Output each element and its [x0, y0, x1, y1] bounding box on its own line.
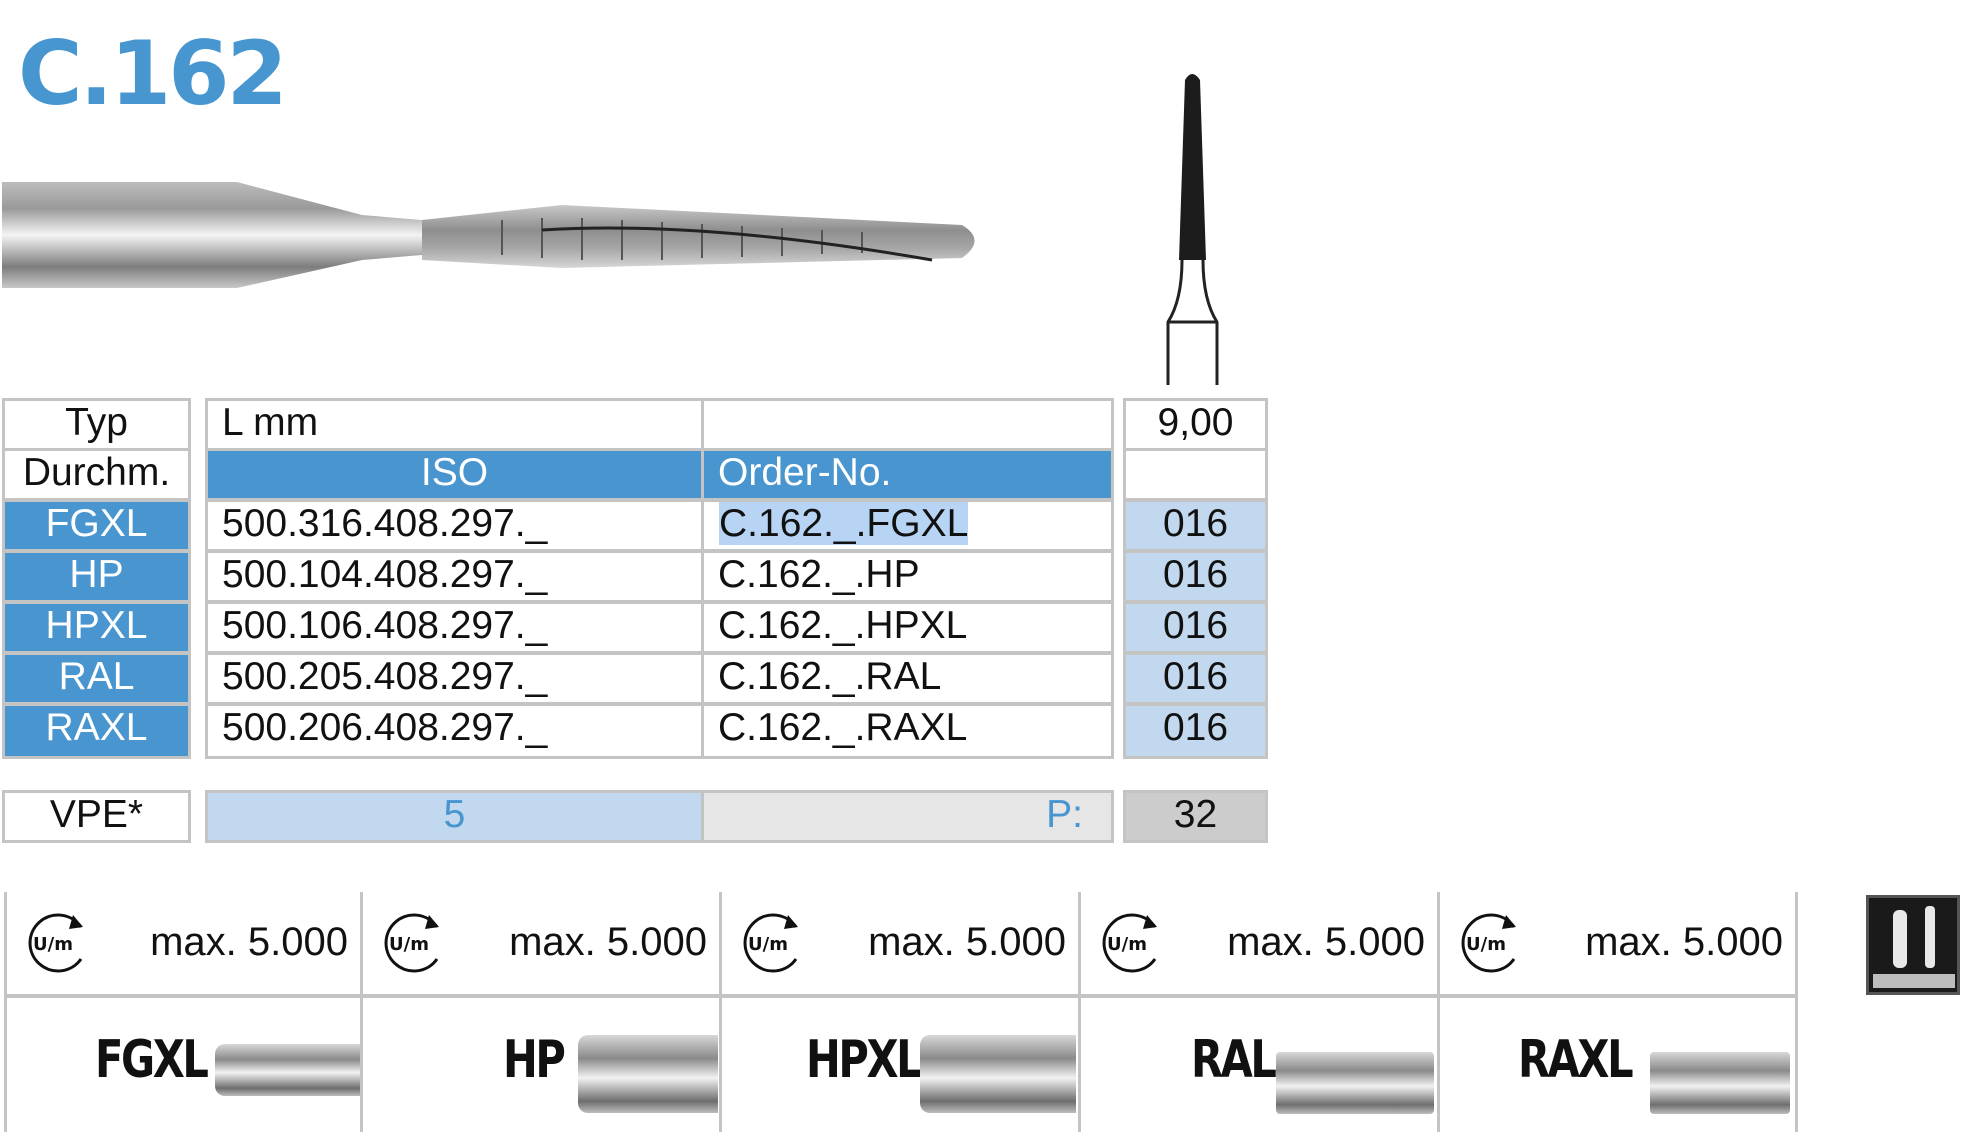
shank-label: RAL [1191, 1030, 1277, 1090]
order-number-selected[interactable]: C.162._.FGXL [719, 502, 969, 545]
diameter-value: 016 [1123, 703, 1268, 759]
page-label: P: [701, 790, 1114, 843]
iso-number: 500.205.408.297._ [205, 652, 704, 705]
shank-label: FGXL [95, 1030, 209, 1090]
rpm-icon: U/m [384, 913, 439, 973]
shank-hp-image [578, 1035, 718, 1113]
speed-cell-hp: U/m max. 5.000 HP [363, 892, 719, 1132]
vpe-label: VPE* [2, 790, 191, 843]
shank-raxl-image [1650, 1052, 1790, 1114]
shank-ral-image [1276, 1052, 1434, 1114]
svg-text:U/m: U/m [1107, 934, 1147, 955]
l-mm-label: L mm [205, 398, 704, 451]
bur-silhouette-image [1140, 60, 1250, 385]
shank-hpxl-image [920, 1035, 1076, 1113]
max-speed: max. 5.000 [509, 920, 707, 964]
type-cell: FGXL [2, 499, 191, 552]
shank-label: RAXL [1518, 1030, 1634, 1090]
max-speed: max. 5.000 [868, 920, 1066, 964]
diameter-value: 016 [1123, 550, 1268, 603]
iso-number: 500.104.408.297._ [205, 550, 704, 603]
speed-cell-hpxl: U/m max. 5.000 HPXL [722, 892, 1078, 1132]
product-title: C.162 [18, 22, 288, 125]
row-label-durchm: Durchm. [2, 448, 191, 501]
svg-text:U/m: U/m [389, 934, 429, 955]
order-number[interactable]: C.162._.RAL [701, 652, 1114, 705]
type-cell: RAL [2, 652, 191, 705]
iso-number: 500.206.408.297._ [205, 703, 704, 759]
order-number[interactable]: C.162._.HPXL [701, 601, 1114, 654]
max-speed: max. 5.000 [150, 920, 348, 964]
max-speed: max. 5.000 [1585, 920, 1783, 964]
column-divider [719, 892, 722, 1132]
iso-number: 500.316.408.297._ [205, 499, 704, 552]
column-divider [1437, 892, 1440, 1132]
svg-text:U/m: U/m [748, 934, 788, 955]
type-cell: RAXL [2, 703, 191, 759]
column-divider [4, 892, 7, 1132]
order-number[interactable]: C.162._.RAXL [701, 703, 1114, 759]
rpm-icon: U/m [28, 913, 83, 973]
l-mm-value: 9,00 [1123, 398, 1268, 451]
column-divider [1795, 892, 1798, 1132]
max-speed: max. 5.000 [1227, 920, 1425, 964]
column-divider [360, 892, 363, 1132]
diameter-value: 016 [1123, 499, 1268, 552]
diameter-value: 016 [1123, 652, 1268, 705]
vpe-value: 5 [205, 790, 704, 843]
diameter-value: 016 [1123, 601, 1268, 654]
empty-diameter-header [1123, 448, 1268, 501]
bur-side-view-image [2, 160, 982, 300]
iso-number: 500.106.408.297._ [205, 601, 704, 654]
speed-cell-ral: U/m max. 5.000 RAL [1081, 892, 1437, 1132]
rpm-icon: U/m [1461, 913, 1516, 973]
order-number-cell[interactable]: C.162._.FGXL [701, 499, 1114, 552]
speed-cell-fgxl: U/m max. 5.000 FGXL [7, 892, 360, 1132]
rpm-icon: U/m [743, 913, 798, 973]
shank-label: HP [503, 1030, 566, 1090]
speed-cell-raxl: U/m max. 5.000 RAXL [1440, 892, 1795, 1132]
order-number[interactable]: C.162._.HP [701, 550, 1114, 603]
rpm-icon: U/m [1102, 913, 1157, 973]
row-label-typ: Typ [2, 398, 191, 451]
type-cell: HP [2, 550, 191, 603]
svg-text:U/m: U/m [33, 934, 73, 955]
iso-header: ISO [205, 448, 704, 501]
order-header: Order-No. [701, 448, 1114, 501]
shank-fgxl-image [215, 1044, 360, 1096]
page-number: 32 [1123, 790, 1268, 843]
svg-text:U/m: U/m [1466, 934, 1506, 955]
shank-label: HPXL [806, 1030, 923, 1090]
empty-header-cell [701, 398, 1114, 451]
column-divider [1078, 892, 1081, 1132]
application-logo-icon [1866, 895, 1960, 995]
type-cell: HPXL [2, 601, 191, 654]
speed-table-divider [4, 994, 1798, 998]
